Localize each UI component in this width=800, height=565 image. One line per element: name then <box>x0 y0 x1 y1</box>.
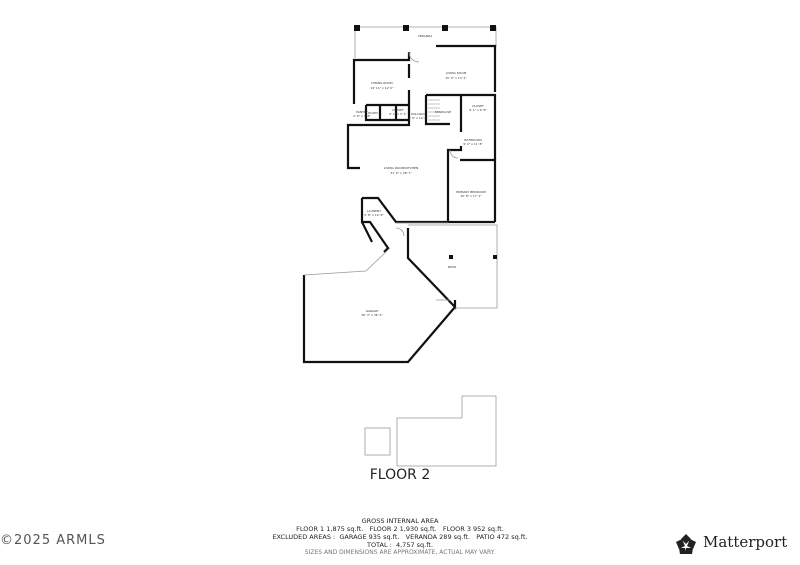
matterport-brand: Matterport <box>674 533 787 551</box>
veranda-columns <box>354 25 496 31</box>
dims-living-room: 15' 9" x 13' 2" <box>445 76 467 80</box>
label-veranda: VERANDA <box>418 34 433 38</box>
label-closet-a: CLOSET <box>392 108 404 112</box>
area-floors: FLOOR 1 1,875 sq.ft. FLOOR 2 1,930 sq.ft… <box>296 525 504 533</box>
label-living-kitchen: LIVING ROOM/KITCHEN <box>384 166 418 170</box>
label-hallway: HALLWAY <box>411 112 425 116</box>
area-total: TOTAL : 4,757 sq.ft. <box>366 541 434 549</box>
dims-dining-room: 14' 11" x 12' 0" <box>370 86 394 90</box>
dims-laundry: 5' 8" x 10' 8" <box>364 213 384 217</box>
area-note: SIZES AND DIMENSIONS ARE APPROXIMATE, AC… <box>304 549 496 556</box>
label-laundry: LAUNDRY <box>367 209 381 213</box>
room-labels: VERANDA LIVING ROOM 15' 9" x 13' 2" DINI… <box>353 34 487 317</box>
label-bathroom: BATHROOM <box>464 138 482 142</box>
dims-primary-bedroom: 15' 8" x 17' 1" <box>460 194 482 198</box>
brand-name: Matterport <box>703 533 788 551</box>
dims-hallway: 3' 0" x 14' 0" <box>408 116 428 120</box>
label-room: ROOM <box>368 111 378 115</box>
label-primary-bedroom: PRIMARY BEDROOM <box>456 190 486 194</box>
dims-bathroom: 9' 2" x 11' 8" <box>463 142 483 146</box>
label-dining-room: DINING ROOM <box>371 81 393 85</box>
label-staircase: STAIRCASE <box>435 110 451 114</box>
label-garage: GARAGE <box>366 309 379 313</box>
matterport-logo-icon <box>676 534 696 554</box>
dims-garage: 36' 3" x 36' 4" <box>361 313 383 317</box>
dims-closet-b: 9' 1" x 6' 8" <box>469 108 487 112</box>
walls <box>302 44 497 364</box>
label-patio: PATIO <box>448 265 457 269</box>
dims-pantry: 2' 6" x 4' 8" <box>353 114 371 118</box>
area-summary: GROSS INTERNAL AREA FLOOR 1 1,875 sq.ft.… <box>240 517 560 557</box>
label-pantry: PANTRY <box>356 110 368 114</box>
other-floor-outline <box>364 395 497 467</box>
staircase <box>428 99 440 121</box>
dims-closet-a: 5' 1" x 3' 1" <box>389 112 407 116</box>
dims-living-kitchen: 31' 9" x 28' 7" <box>390 171 412 175</box>
patio-posts <box>449 255 497 259</box>
label-living-room: LIVING ROOM <box>446 71 467 75</box>
veranda <box>354 26 497 58</box>
copyright-watermark: ©2025 ARMLS <box>0 533 106 548</box>
area-excluded: EXCLUDED AREAS : GARAGE 935 sq.ft. VERAN… <box>272 533 528 541</box>
floor-title: FLOOR 2 <box>369 467 431 483</box>
label-closet-b: CLOSET <box>472 104 484 108</box>
thin-lines <box>303 51 498 309</box>
area-heading: GROSS INTERNAL AREA <box>361 517 439 525</box>
